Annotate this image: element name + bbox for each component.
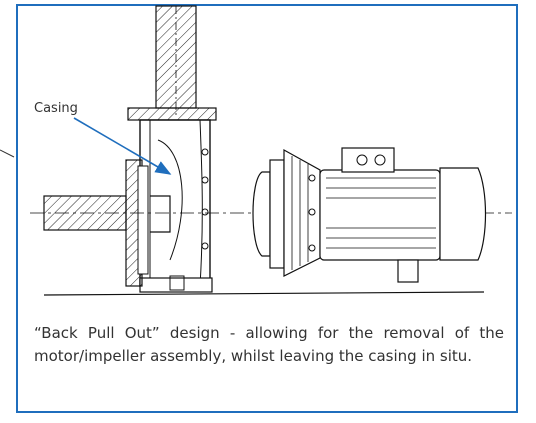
fan-cover [439, 167, 487, 261]
discharge-flange [127, 107, 217, 121]
motor-foot [397, 259, 419, 283]
outer-leader-line [0, 149, 15, 158]
motor-body [319, 169, 441, 261]
casing-label: Casing [34, 101, 78, 116]
pump-casing [139, 119, 213, 293]
impeller-hub [150, 195, 171, 233]
base-line [43, 291, 485, 296]
figure-caption: “Back Pull Out” design - allowing for th… [34, 324, 504, 365]
discharge-pipe [155, 5, 197, 118]
casing-callout-arrow [73, 117, 172, 175]
suction-flange [125, 159, 149, 287]
terminal-box [341, 147, 395, 173]
impeller-assembly [252, 148, 321, 277]
